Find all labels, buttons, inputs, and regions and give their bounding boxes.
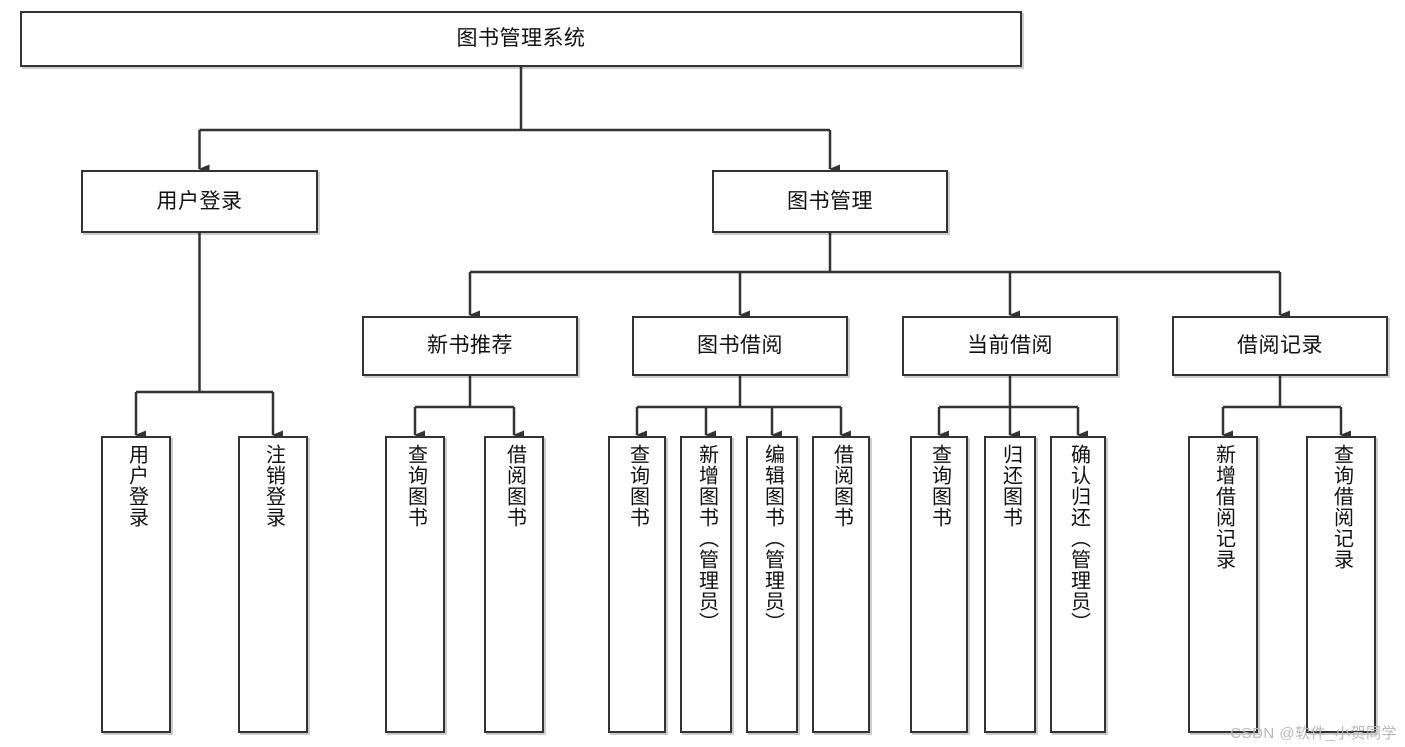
node-label: 图书管理系统 xyxy=(456,27,586,51)
node-root-system[interactable]: 图书管理系统 xyxy=(20,11,1022,67)
leaf-user-logout[interactable]: 注销登录 xyxy=(238,436,308,733)
node-label: 查询借阅记录 xyxy=(1330,444,1353,570)
leaf-current-query-book[interactable]: 查询图书 xyxy=(910,436,968,733)
node-label: 用户登录 xyxy=(125,444,148,528)
leaf-newbook-query-book[interactable]: 查询图书 xyxy=(385,436,445,733)
node-book-management[interactable]: 图书管理 xyxy=(712,170,948,233)
connector-lines xyxy=(134,67,1351,440)
node-label: 查询图书 xyxy=(928,444,951,528)
node-book-borrow[interactable]: 图书借阅 xyxy=(632,316,848,376)
leaf-record-query-borrow-record[interactable]: 查询借阅记录 xyxy=(1306,436,1376,733)
leaf-newbook-borrow-book[interactable]: 借阅图书 xyxy=(484,436,544,733)
node-label: 归还图书 xyxy=(999,444,1022,528)
leaf-record-add-borrow-record[interactable]: 新增借阅记录 xyxy=(1188,436,1258,733)
leaf-user-login[interactable]: 用户登录 xyxy=(101,436,171,733)
leaf-borrow-edit-book-admin[interactable]: 编辑图书（管理员） xyxy=(746,436,798,733)
leaf-borrow-borrow-book[interactable]: 借阅图书 xyxy=(812,436,870,733)
leaf-current-return-book[interactable]: 归还图书 xyxy=(984,436,1036,733)
node-label: 借阅记录 xyxy=(1237,334,1323,358)
node-new-book-recommend[interactable]: 新书推荐 xyxy=(362,316,578,376)
leaf-borrow-add-book-admin[interactable]: 新增图书（管理员） xyxy=(680,436,732,733)
node-label: 新增借阅记录 xyxy=(1212,444,1235,570)
node-label: 查询图书 xyxy=(626,444,649,528)
node-label: 用户登录 xyxy=(156,189,243,213)
node-label: 新增图书（管理员） xyxy=(695,444,718,633)
node-label: 借阅图书 xyxy=(503,444,526,528)
node-label: 图书借阅 xyxy=(697,334,783,358)
leaf-current-confirm-return-admin[interactable]: 确认归还（管理员） xyxy=(1050,436,1106,733)
node-label: 查询图书 xyxy=(404,444,427,528)
node-label: 借阅图书 xyxy=(830,444,853,528)
leaf-borrow-query-book[interactable]: 查询图书 xyxy=(608,436,666,733)
node-borrow-record[interactable]: 借阅记录 xyxy=(1172,316,1388,376)
node-label: 确认归还（管理员） xyxy=(1067,444,1090,633)
node-label: 图书管理 xyxy=(787,189,873,213)
node-label: 注销登录 xyxy=(262,444,285,528)
node-label: 编辑图书（管理员） xyxy=(761,444,784,633)
node-user-login[interactable]: 用户登录 xyxy=(81,170,318,233)
node-current-borrow[interactable]: 当前借阅 xyxy=(902,316,1118,376)
node-label: 当前借阅 xyxy=(967,334,1053,358)
node-label: 新书推荐 xyxy=(427,334,513,358)
